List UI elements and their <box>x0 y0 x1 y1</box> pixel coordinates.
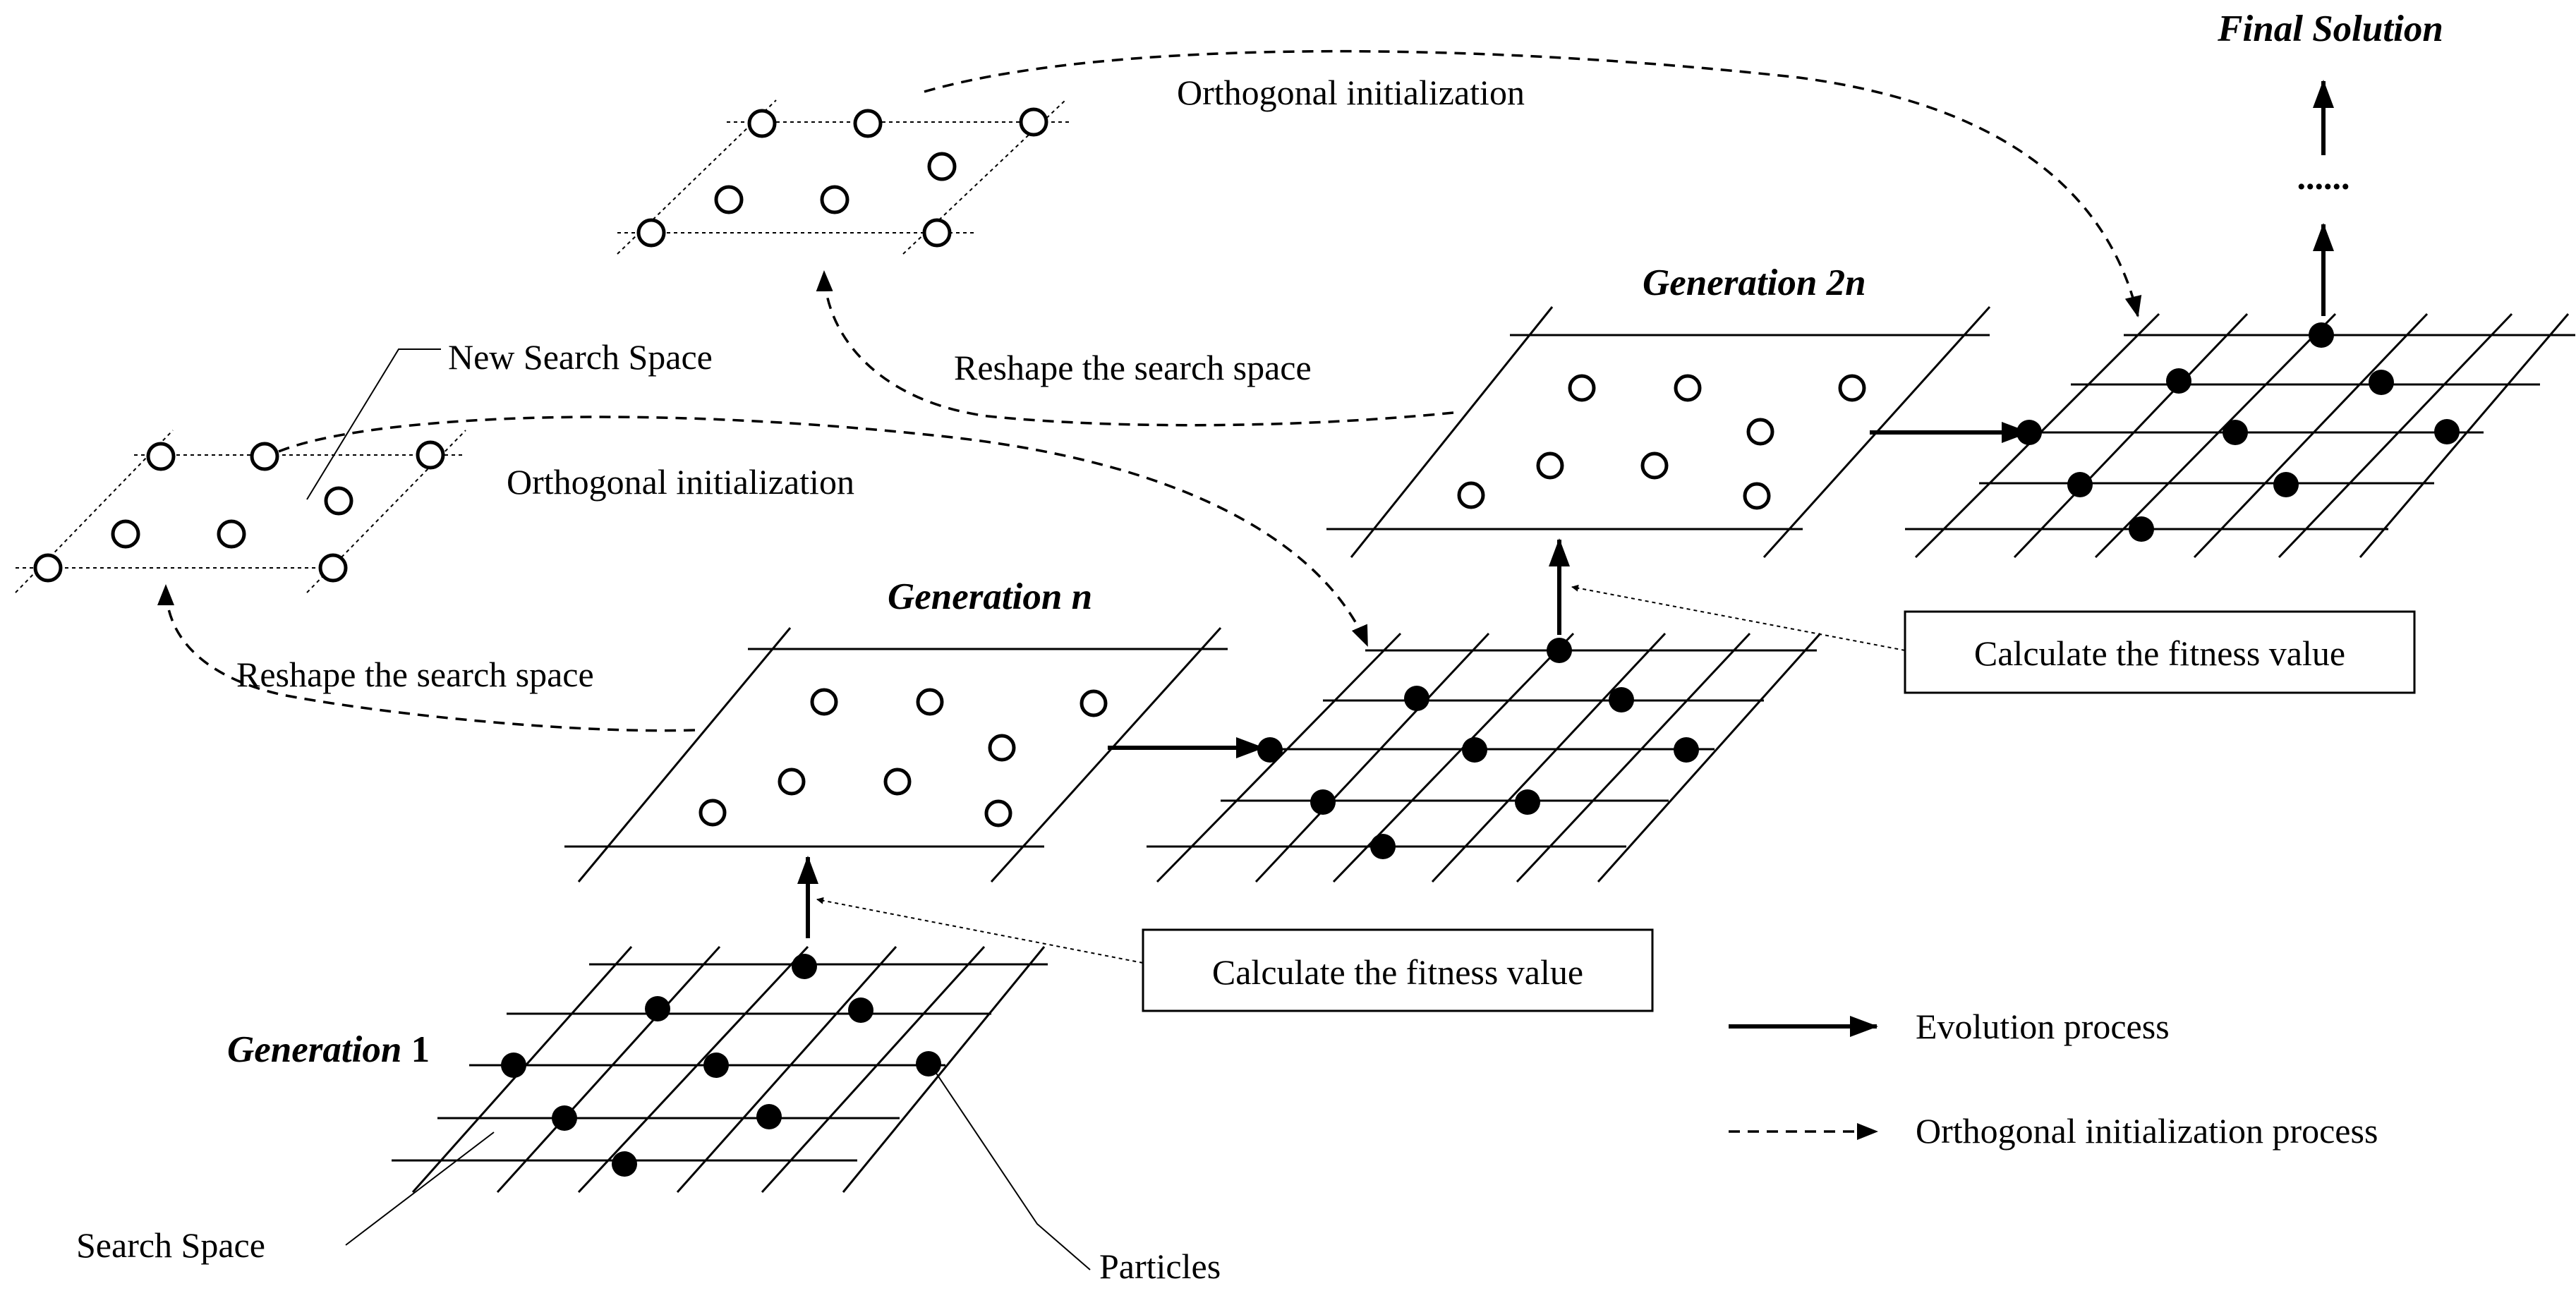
new-search-space-leader <box>306 348 441 500</box>
generation-n-label: Generation n <box>888 576 1092 617</box>
legend-evolution-label: Evolution process <box>1916 1007 2170 1046</box>
mid-new-search-particles <box>33 440 445 583</box>
generation-1-label: Generation 1 <box>227 1029 430 1070</box>
new-search-space-label: New Search Space <box>448 337 713 377</box>
top-new-search-particles <box>636 107 1048 248</box>
orthogonal-init-label-top: Orthogonal initialization <box>1177 73 1525 112</box>
generation-n-plane <box>564 626 1228 883</box>
generation-n-solid-particles <box>1257 638 1699 859</box>
orthogonal-init-curve-top <box>924 49 2142 317</box>
orthogonal-init-label-mid: Orthogonal initialization <box>507 462 854 502</box>
particles-label: Particles <box>1099 1247 1221 1286</box>
generation-2n-particles <box>1457 374 1866 510</box>
reshape-curve-mid <box>157 584 696 732</box>
ellipsis-label: ...... <box>2297 157 2350 197</box>
generation-2n-label: Generation 2n <box>1643 262 1866 303</box>
calc-fitness-box-lower <box>1142 928 1654 1012</box>
reshape-label-top: Reshape the search space <box>954 348 1312 387</box>
reshape-label-mid: Reshape the search space <box>236 655 594 694</box>
reshape-curve-top <box>816 270 1454 427</box>
search-space-leader <box>345 1132 495 1246</box>
legend-orthogonal-label: Orthogonal initialization process <box>1916 1111 2378 1151</box>
final-solid-particles <box>2016 322 2460 542</box>
legend: Evolution process Orthogonal initializat… <box>1729 1007 2378 1151</box>
generation-n-particles <box>699 688 1108 827</box>
mid-new-search-space <box>15 430 466 593</box>
search-space-label: Search Space <box>76 1225 265 1265</box>
calc-fitness-label-lower: Calculate the fitness value <box>1212 952 1583 992</box>
calc-fitness-label-upper: Calculate the fitness value <box>1974 633 2345 673</box>
calc-fitness-pointer-lower <box>816 897 1144 964</box>
orthogonal-init-curve-mid <box>278 416 1369 647</box>
final-solid-grid <box>1905 313 2575 559</box>
final-solution-label: Final Solution <box>2217 8 2443 49</box>
generation-1-particles <box>501 954 941 1177</box>
particles-leader <box>929 1063 1091 1270</box>
calc-fitness-pointer-upper <box>1571 584 1906 651</box>
top-new-search-space <box>617 99 1069 255</box>
calc-fitness-box-upper <box>1904 610 2416 694</box>
